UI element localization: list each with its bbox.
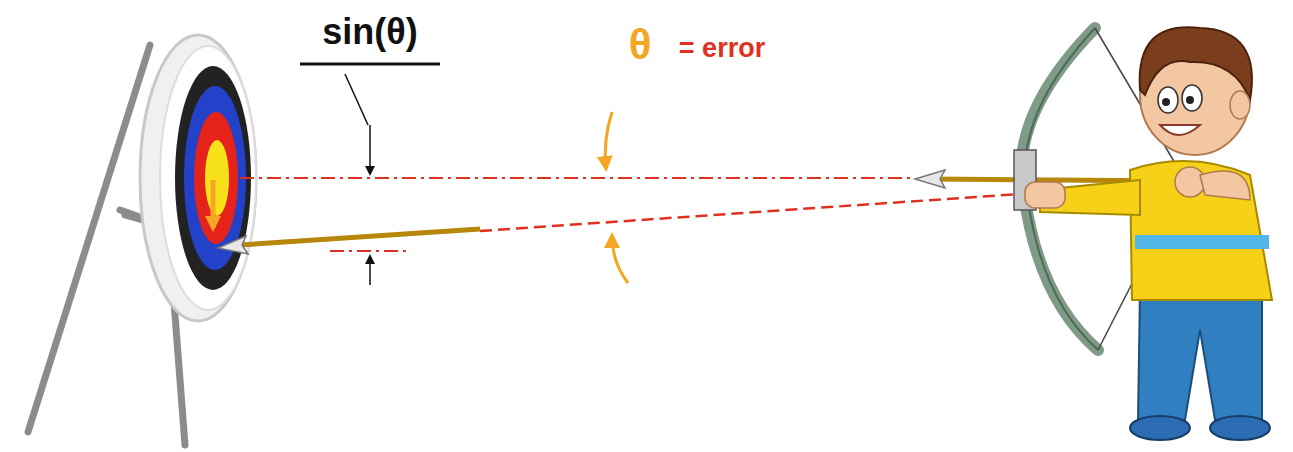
error-label: = error — [679, 34, 765, 64]
angle-arrow — [605, 112, 612, 168]
aim-line — [240, 177, 915, 179]
dimension-arrow — [369, 256, 371, 285]
angle-arrow — [612, 236, 628, 283]
leader-line — [345, 74, 368, 125]
sine-label: sin(θ) — [322, 12, 417, 52]
offset-line — [330, 250, 410, 252]
label-bar — [300, 63, 440, 66]
angle-symbol: θ — [629, 22, 652, 68]
drop-arrow — [211, 180, 216, 228]
dimension-arrow — [369, 125, 371, 174]
target — [140, 35, 256, 321]
shot-arrow — [218, 229, 480, 254]
archer — [1014, 27, 1272, 440]
